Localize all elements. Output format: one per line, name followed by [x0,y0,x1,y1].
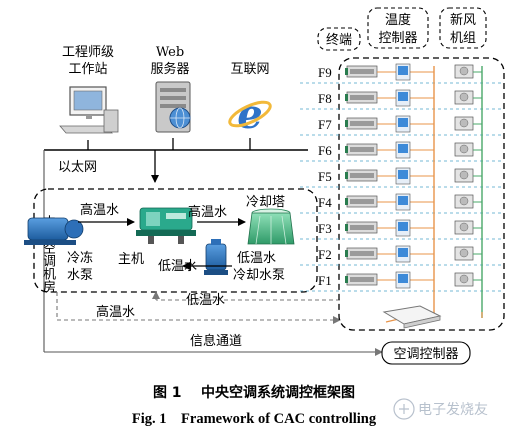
loop-low-temp-water: 低温水 [186,293,225,308]
temp-controller-panel-icon [395,63,411,81]
svg-text:e: e [237,91,262,138]
temp-controller-panel-icon [395,115,411,133]
fresh-air-unit-icon [454,272,474,287]
workstation-label-line2: 工作站 [68,62,107,77]
temp-controller-panel-icon [395,193,411,211]
temp-controller-header-line1: 温度 [385,12,411,28]
cooling-tower-icon [247,208,295,245]
floor-label: F2 [318,247,332,262]
terminal-unit-icon [345,273,378,286]
workstation-icon [59,86,119,134]
floor-row: F9 [300,63,504,84]
fresh-air-unit-icon [454,194,474,209]
temp-controller-panel-icon [395,245,411,263]
fresh-air-unit-icon [454,142,474,157]
web-server-label-line2: 服务器 [150,61,189,77]
floor-label: F1 [318,273,332,288]
fresh-air-header-box [439,7,487,49]
temp-controller-header-box [367,7,429,49]
chilled-water-pump-icon [24,217,84,245]
web-server-icon [155,81,191,133]
floor-label: F8 [318,91,332,106]
terminal-unit-icon [345,91,378,104]
floor-row: F5 [300,167,504,188]
fresh-air-header-line1: 新风 [450,12,476,28]
caption-en: Fig. 1 Framework of CAC controlling [132,411,377,427]
floor-row: F1 [300,271,504,292]
floor-row: F3 [300,219,504,240]
fresh-air-unit-icon [454,64,474,79]
floor-label: F6 [318,143,332,158]
terminal-unit-icon [345,221,378,234]
terminal-unit-icon [345,169,378,182]
ac-controller-box [381,341,471,365]
loop-high-temp-water: 高温水 [96,304,135,320]
internet-explorer-icon: e [228,91,272,138]
floor-label: F5 [318,169,332,184]
fresh-air-unit-icon [454,220,474,235]
cooling-pump-label-line2: 冷却水泵 [233,268,285,283]
floor-row: F2 [300,245,504,266]
fresh-air-header-line2: 机组 [450,31,476,46]
chilled-pump-label-line1: 冷冻 [67,250,93,266]
fresh-air-unit-icon [454,168,474,183]
building-box [338,57,505,331]
watermark-text: 电子发烧友 [418,402,488,418]
watermark: 电子发烧友 [393,398,488,420]
floor-row: F6 [300,141,504,162]
internet-label: 互联网 [230,62,269,77]
terminal-header-box [317,27,361,51]
ac-controller-device-icon [382,305,442,329]
floor-label: F7 [318,117,332,132]
floor-label: F4 [318,195,332,210]
web-server-label-line1: Web [156,45,184,60]
cooling-pump-label-line1: 低温水 [237,251,276,266]
info-channel-label: 信息通道 [190,333,242,349]
chilled-pump-label-line2: 水泵 [67,268,93,283]
terminal-unit-icon [345,65,378,78]
terminal-header: 终端 [326,32,352,48]
chiller-icon [136,207,196,244]
fresh-air-unit-icon [454,90,474,105]
temp-controller-header-line2: 控制器 [378,31,417,46]
temp-controller-panel-icon [395,141,411,159]
plant-high-temp-water-2: 高温水 [188,204,227,220]
chiller-label: 主机 [118,252,144,267]
caption-zh: 图 1 中央空调系统调控框架图 [153,384,355,401]
fresh-air-unit-icon [454,116,474,131]
cooling-water-pump-icon [204,239,228,275]
plant-high-temp-water-1: 高温水 [80,202,119,218]
ac-controller-label: 空调控制器 [393,347,458,362]
plant-room-box [33,188,318,293]
fresh-air-unit-icon [454,246,474,261]
plant-low-temp-water: 低温水 [158,259,197,274]
temp-controller-panel-icon [395,271,411,289]
floor-row: F8 [300,89,504,110]
temp-controller-panel-icon [395,219,411,237]
workstation-label-line1: 工程师级 [62,45,114,60]
terminal-unit-icon [345,195,378,208]
terminal-unit-icon [345,247,378,260]
floor-row: F7 [300,115,504,136]
temp-controller-panel-icon [395,89,411,107]
ethernet-label: 以太网 [58,160,97,175]
floor-label: F3 [318,221,332,236]
terminal-unit-icon [345,117,378,130]
ethernet-bus [43,138,383,356]
temp-controller-panel-icon [395,167,411,185]
water-loop [56,291,341,324]
floor-row: F4 [300,193,504,214]
cooling-tower-label: 冷却塔 [246,195,285,210]
floor-label: F9 [318,65,332,80]
terminal-unit-icon [345,143,378,156]
